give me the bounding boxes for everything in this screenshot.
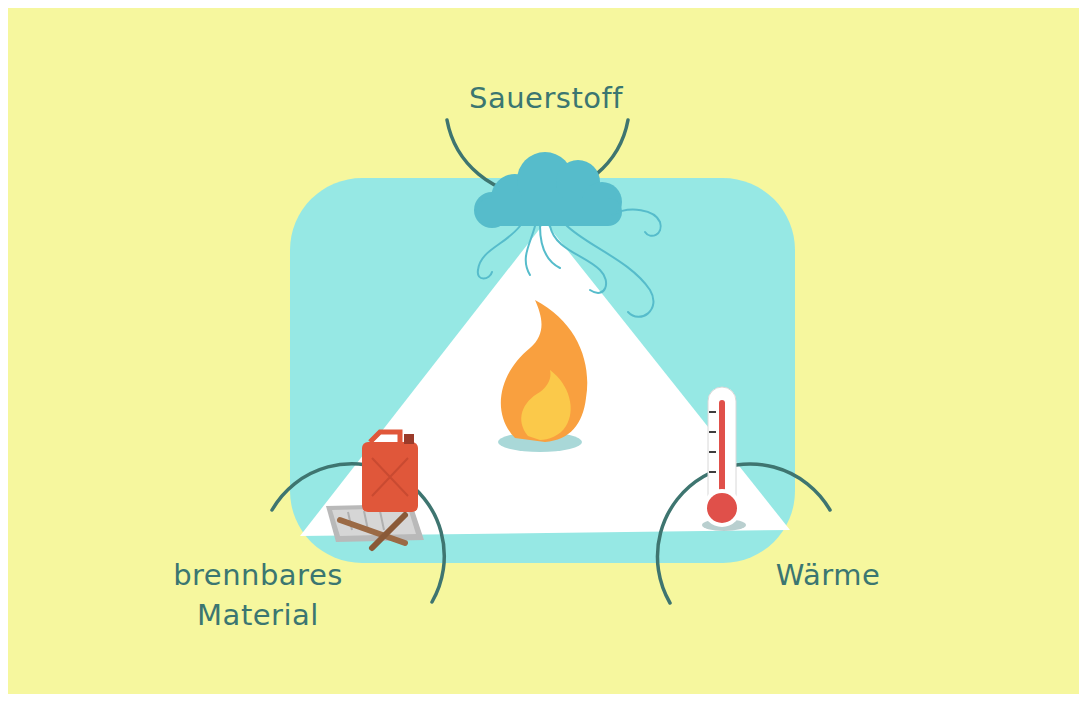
thermometer-symbol — [702, 387, 746, 531]
fuel-symbol — [326, 432, 424, 548]
corner-label: brennbares Material — [158, 555, 358, 635]
corner-label: Wärme — [728, 555, 928, 595]
wind-wisps — [478, 210, 661, 317]
oxygen-cloud — [474, 152, 622, 228]
teal-panel — [290, 178, 795, 563]
background — [8, 8, 1079, 694]
fire-symbol — [498, 300, 587, 452]
corner-label: Sauerstoff — [416, 78, 676, 118]
fire-triangle — [300, 222, 790, 536]
